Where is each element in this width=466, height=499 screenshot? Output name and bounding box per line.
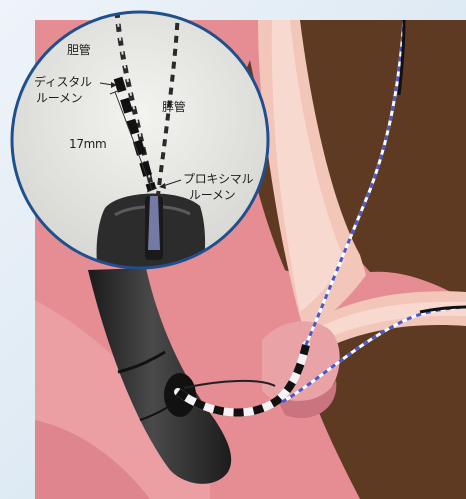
- proximal-lumen-label-line1: プロキシマル: [183, 172, 253, 186]
- pancreatic-duct-label: 膵管: [162, 100, 185, 114]
- proximal-lumen-label-line2: ルーメン: [189, 188, 235, 202]
- distance-label: 17mm: [69, 137, 106, 151]
- distal-lumen-label-line1: ディスタル: [34, 75, 92, 89]
- bile-duct-label: 胆管: [67, 43, 90, 57]
- inset-catheter-tip: [148, 196, 160, 250]
- distal-lumen-label-line2: ルーメン: [36, 91, 82, 105]
